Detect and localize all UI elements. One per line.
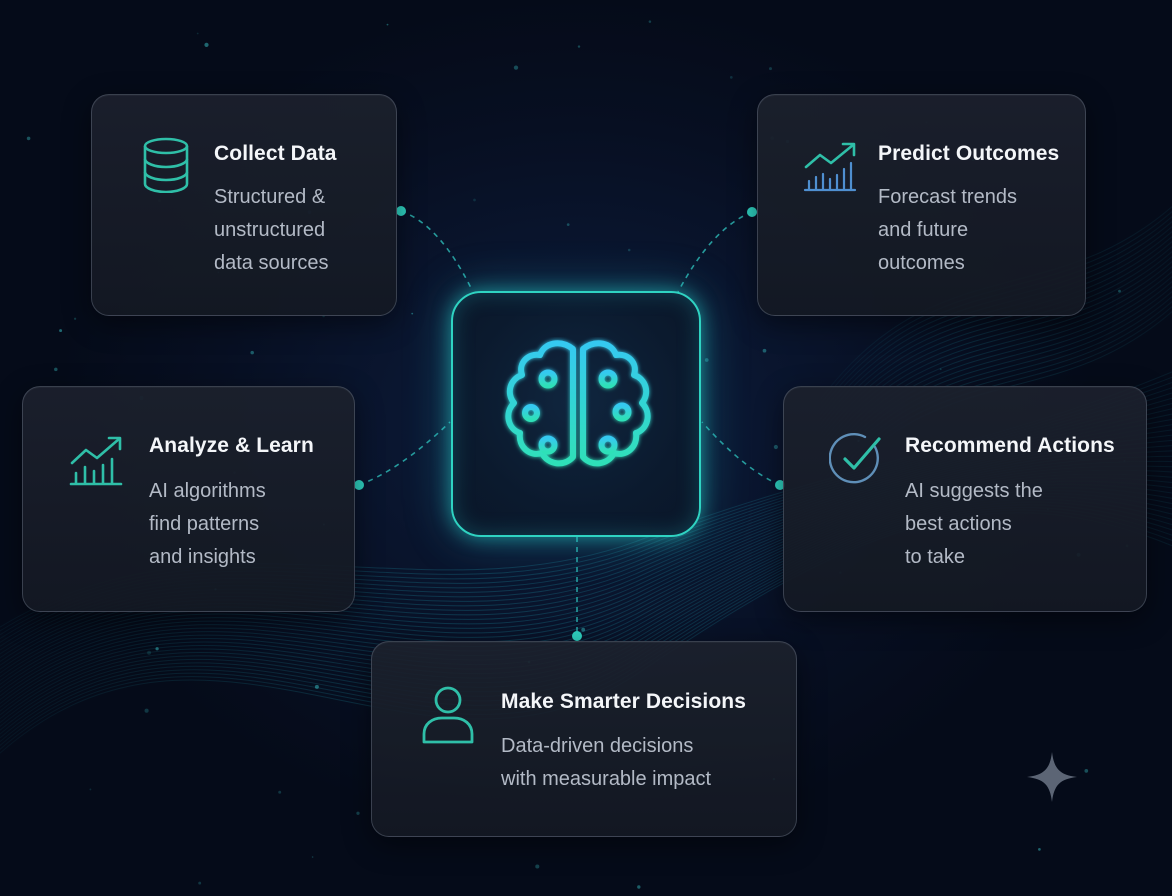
particle-dot: [1118, 289, 1121, 293]
desc-line: to take: [905, 546, 966, 568]
brain-circuit-icon: [505, 340, 651, 467]
particle-dot: [704, 358, 709, 362]
particle-dot: [311, 856, 314, 858]
particle-dot: [144, 708, 149, 713]
card-description: Data-driven decisions with measurable im…: [501, 730, 711, 796]
card-title: Collect Data: [214, 142, 337, 165]
database-icon: [143, 137, 189, 193]
particle-dot: [89, 788, 92, 791]
card-predict-outcomes: Predict Outcomes Forecast trends and fut…: [757, 94, 1086, 316]
card-collect-data: Collect Data Structured & unstructured d…: [91, 94, 397, 316]
card-title: Make Smarter Decisions: [501, 690, 746, 713]
connector-dot-recommend: [775, 480, 785, 490]
desc-line: and future: [878, 219, 969, 241]
particle-dot: [54, 367, 58, 372]
particle-dot: [204, 42, 209, 48]
particle-dot: [386, 23, 389, 26]
particle-dot: [581, 627, 586, 632]
growth-chart-icon: [69, 436, 123, 486]
particle-dot: [356, 811, 360, 815]
desc-line: unstructured: [214, 219, 326, 241]
card-title: Recommend Actions: [905, 434, 1115, 457]
desc-line: Structured &: [214, 186, 326, 208]
card-description: AI algorithms find patterns and insights: [149, 475, 266, 574]
card-title: Predict Outcomes: [878, 142, 1060, 165]
particle-dot: [627, 248, 631, 252]
check-circle-icon: [829, 433, 881, 484]
particle-dot: [648, 20, 652, 23]
particle-dot: [155, 647, 159, 651]
particle-dot: [314, 684, 319, 689]
particle-dot: [26, 136, 31, 141]
desc-line: data sources: [214, 252, 329, 274]
connector-recommend: [701, 421, 781, 486]
desc-line: Data-driven decisions: [501, 735, 694, 757]
particle-dot: [637, 885, 641, 889]
central-brain-node: [451, 291, 701, 537]
connector-dot-collect: [396, 206, 406, 216]
desc-line: best actions: [905, 513, 1012, 535]
particle-dot: [1084, 769, 1089, 773]
particle-dot: [769, 67, 772, 71]
connector-dot-analyze: [354, 480, 364, 490]
desc-line: outcomes: [878, 252, 965, 274]
particle-dot: [147, 650, 152, 655]
connector-dot-decide: [572, 631, 582, 641]
connector-analyze: [358, 421, 451, 486]
card-description: AI suggests the best actions to take: [905, 475, 1043, 574]
desc-line: Forecast trends: [878, 186, 1017, 208]
particle-dot: [729, 76, 733, 79]
particle-dot: [535, 864, 540, 869]
card-title: Analyze & Learn: [149, 434, 314, 457]
particle-dot: [473, 198, 476, 202]
particle-dot: [411, 312, 414, 315]
particle-dot: [198, 881, 202, 885]
user-icon: [422, 686, 474, 744]
card-make-smarter-decisions: Make Smarter Decisions Data-driven decis…: [371, 641, 797, 837]
connector-dot-predict: [747, 207, 757, 217]
desc-line: AI algorithms: [149, 480, 266, 502]
particle-dot: [773, 444, 778, 450]
particle-dot: [250, 350, 254, 355]
connector-collect: [400, 210, 473, 291]
card-recommend-actions: Recommend Actions AI suggests the best a…: [783, 386, 1147, 612]
wave-line: [819, 241, 1172, 436]
particle-dot: [566, 223, 570, 226]
desc-line: find patterns: [149, 513, 260, 535]
particle-dot: [1038, 848, 1041, 851]
particle-dot: [73, 317, 77, 320]
card-description: Forecast trends and future outcomes: [878, 181, 1017, 280]
particle-dot: [59, 329, 63, 333]
desc-line: with measurable impact: [501, 768, 712, 790]
card-description: Structured & unstructured data sources: [214, 181, 329, 280]
particle-dot: [762, 348, 767, 353]
particle-dot: [513, 65, 519, 70]
connector-predict: [677, 211, 753, 293]
particle-dot: [196, 32, 199, 35]
particle-dot: [939, 368, 942, 371]
card-analyze-learn: Analyze & Learn AI algorithms find patte…: [22, 386, 355, 612]
particle-dot: [577, 45, 581, 48]
trend-chart-icon: [803, 142, 857, 192]
particle-dot: [278, 790, 282, 794]
desc-line: and insights: [149, 546, 256, 568]
desc-line: AI suggests the: [905, 480, 1043, 502]
sparkle-icon: [1027, 752, 1077, 802]
